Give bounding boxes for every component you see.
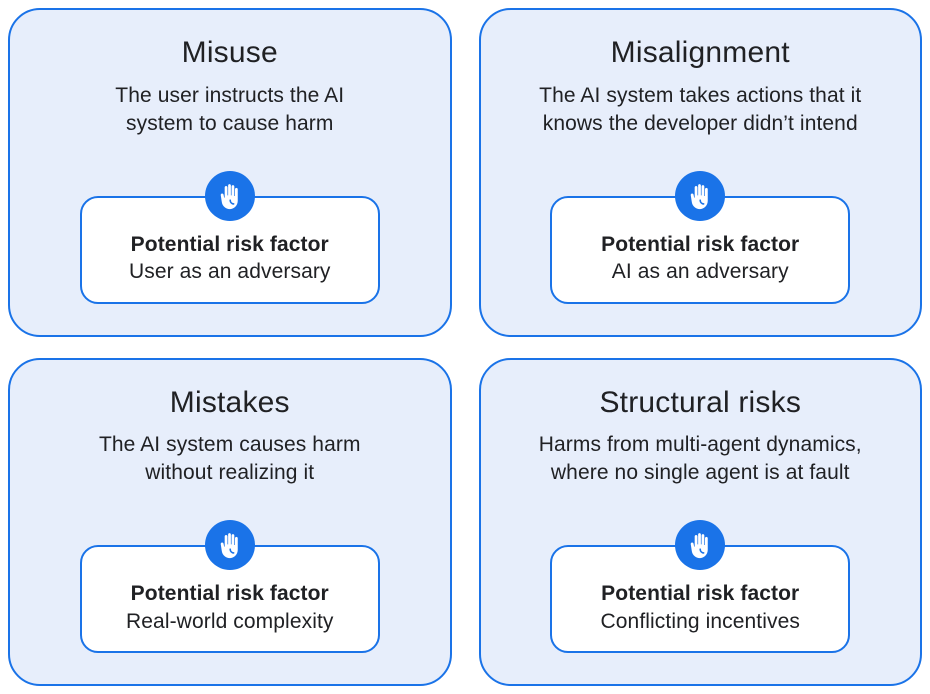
risk-factor-label: Potential risk factor	[130, 582, 329, 606]
raised-hand-icon	[204, 170, 255, 221]
risk-factor-value: Conflicting incentives	[600, 609, 800, 633]
raised-hand-icon	[675, 170, 726, 221]
raised-hand-icon	[675, 520, 726, 570]
risk-factor-value: User as an adversary	[128, 260, 331, 284]
quadrant-title: Mistakes	[169, 385, 290, 419]
risk-card-stack: Potential risk factor Real-world complex…	[79, 520, 380, 653]
quadrant-description: Harms from multi-agent dynamics, where n…	[538, 433, 862, 485]
quadrant-description: The user instructs the AI system to caus…	[115, 83, 345, 135]
quadrant-description: The AI system takes actions that it know…	[539, 83, 862, 135]
quadrant-structural-risks: Structural risks Harms from multi-agent …	[478, 357, 922, 686]
raised-hand-icon	[204, 520, 255, 570]
risk-factor-label: Potential risk factor	[130, 232, 329, 256]
risk-card-stack: Potential risk factor User as an adversa…	[79, 170, 380, 304]
risk-factor-label: Potential risk factor	[601, 232, 800, 256]
quadrant-title: Structural risks	[599, 385, 802, 419]
quadrant-title: Misalignment	[610, 36, 790, 69]
risk-card-stack: Potential risk factor AI as an adversary	[550, 170, 851, 304]
quadrant-description: The AI system causes harm without realiz…	[98, 433, 361, 485]
quadrant-misuse: Misuse The user instructs the AI system …	[8, 8, 452, 337]
risk-card-stack: Potential risk factor Conflicting incent…	[550, 520, 851, 653]
quadrant-mistakes: Mistakes The AI system causes harm witho…	[8, 357, 452, 686]
risk-factor-value: Real-world complexity	[126, 609, 334, 633]
quadrant-title: Misuse	[181, 36, 278, 69]
risk-factor-value: AI as an adversary	[611, 260, 789, 284]
quadrant-misalignment: Misalignment The AI system takes actions…	[478, 8, 922, 337]
risk-factor-label: Potential risk factor	[601, 582, 800, 606]
